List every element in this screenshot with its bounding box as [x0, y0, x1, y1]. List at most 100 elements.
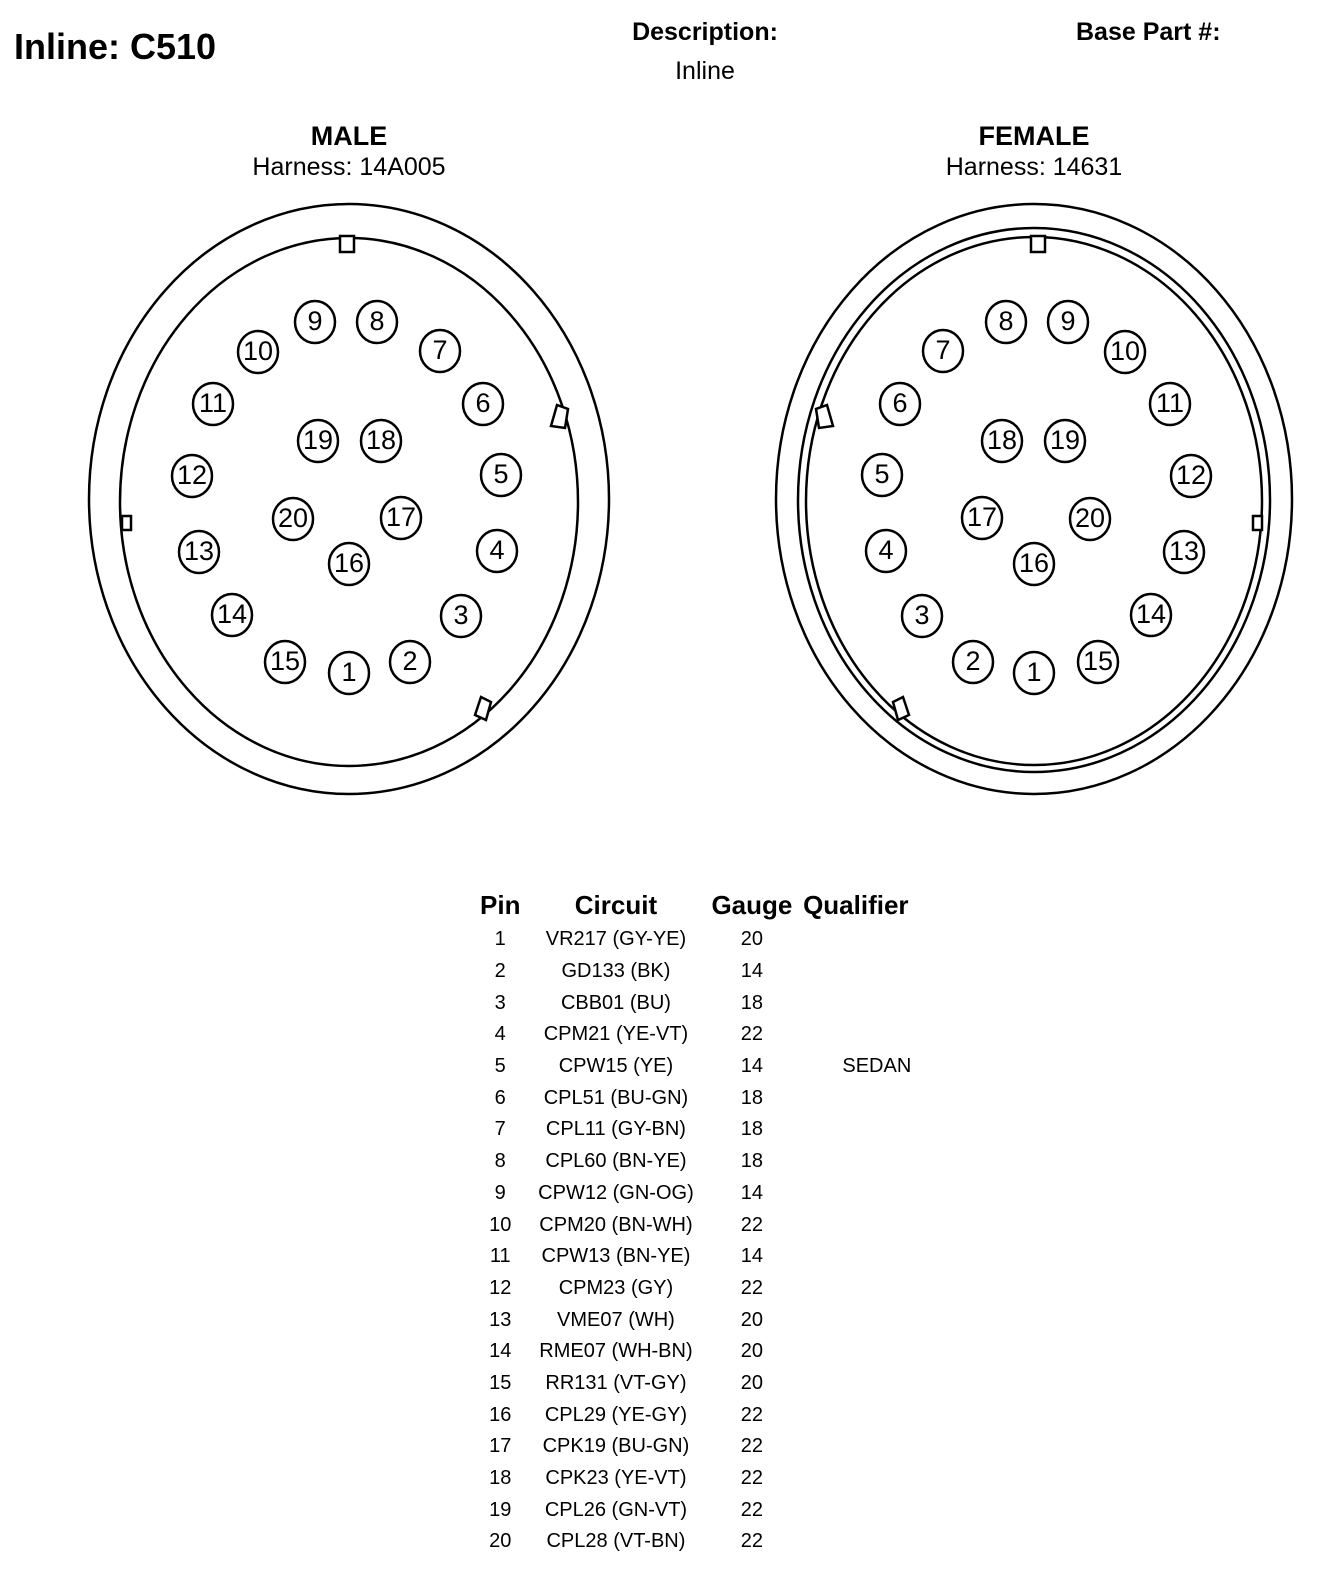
qualifier-cell [796, 1399, 915, 1431]
gauge-cell: 14 [740, 1055, 764, 1078]
qualifier-cell [796, 1019, 915, 1051]
male-pin-label-16: 16 [334, 548, 364, 578]
pin-number: 8 [494, 1150, 506, 1173]
female-pin-label-17: 17 [967, 502, 997, 532]
female-pin-label-8: 8 [998, 306, 1013, 336]
female-pin-label-9: 9 [1060, 306, 1075, 336]
male-key-right [549, 403, 570, 430]
qualifier-cell: SEDAN [842, 1055, 912, 1078]
female-pin-label-11: 11 [1156, 388, 1184, 418]
base-part-label: Base Part #: [1076, 18, 1221, 46]
column-header-gauge: Gauge [711, 889, 793, 920]
male-pin-label-11: 11 [199, 388, 227, 418]
female-inner-ring [796, 226, 1272, 774]
male-pin-label-3: 3 [453, 600, 468, 630]
male-pin-label-13: 13 [184, 536, 214, 566]
female-key-bottom [891, 695, 911, 722]
circuit-cell: VR217 (GY-YE) [545, 928, 687, 951]
pin-number: 17 [489, 1435, 512, 1458]
female-pin-label-14: 14 [1136, 599, 1166, 629]
male-pin-cavity-19 [296, 418, 340, 464]
qualifier-cell [796, 1431, 915, 1463]
circuit-cell: RR131 (VT-GY) [545, 1371, 687, 1394]
male-pin-cavity-5 [479, 452, 523, 498]
male-pin-label-17: 17 [386, 502, 416, 532]
female-pin-label-18: 18 [987, 425, 1017, 455]
gauge-cell: 22 [740, 1498, 764, 1521]
male-pin-cavity-8 [355, 299, 399, 345]
male-pin-label-4: 4 [489, 535, 504, 565]
qualifier-cell [796, 1114, 915, 1146]
qualifier-cell [796, 1304, 915, 1336]
pin-number: 9 [494, 1181, 506, 1204]
female-pin-label-1: 1 [1026, 657, 1041, 687]
circuit-cell: VME07 (WH) [557, 1308, 675, 1331]
qualifier-cell [796, 1146, 915, 1178]
gauge-cell: 22 [740, 1403, 764, 1426]
gauge-cell: 14 [740, 1245, 764, 1268]
male-connector-header: MALE Harness: 14A005 [199, 121, 499, 183]
female-pin-label-13: 13 [1169, 536, 1199, 566]
qualifier-cell [796, 1241, 915, 1273]
qualifier-cell [796, 1273, 915, 1305]
female-pin-cavity-14 [1129, 592, 1173, 638]
male-pin-label-6: 6 [475, 388, 490, 418]
circuit-cell: CPL26 (GN-VT) [544, 1498, 688, 1521]
gauge-cell: 20 [740, 1371, 764, 1394]
female-pin-cavity-2 [951, 639, 995, 685]
female-pin-cavity-4 [864, 528, 908, 574]
pin-number: 15 [489, 1371, 512, 1394]
female-pin-label-16: 16 [1019, 548, 1049, 578]
circuit-cell: CPL28 (VT-BN) [546, 1530, 686, 1553]
female-pin-label-15: 15 [1083, 646, 1113, 676]
male-connector-name: MALE [310, 121, 388, 151]
circuit-cell: CPM21 (YE-VT) [543, 1023, 689, 1046]
pin-number: 1 [494, 928, 506, 951]
table-row: 11 CPW13 (BN-YE) 14 [476, 1241, 915, 1273]
gauge-cell: 22 [740, 1435, 764, 1458]
female-pin-cavity-1 [1012, 650, 1056, 696]
gauge-cell: 22 [740, 1213, 764, 1236]
male-key-top [338, 234, 356, 254]
female-pin-cavity-16 [1012, 541, 1056, 587]
male-pin-label-15: 15 [270, 646, 300, 676]
female-pin-cavity-19 [1043, 418, 1087, 464]
qualifier-cell [796, 987, 915, 1019]
pin-number: 7 [494, 1118, 506, 1141]
gauge-cell: 20 [740, 1308, 764, 1331]
column-header-qualifier: Qualifier [803, 889, 909, 920]
male-pin-cavity-3 [439, 593, 483, 639]
male-pin-cavity-13 [177, 529, 221, 575]
male-pin-label-20: 20 [278, 503, 308, 533]
female-pin-cavity-9 [1046, 299, 1090, 345]
qualifier-cell [796, 924, 915, 956]
male-pin-label-10: 10 [243, 336, 273, 366]
female-outer-ring [774, 202, 1294, 796]
pin-number: 2 [494, 960, 506, 983]
male-pin-cavity-7 [418, 328, 462, 374]
female-pin-cavity-18 [980, 418, 1024, 464]
female-key-left [814, 403, 835, 430]
column-header-circuit: Circuit [574, 889, 658, 920]
gauge-cell: 22 [740, 1467, 764, 1490]
gauge-cell: 18 [740, 1118, 764, 1141]
female-pin-cavity-3 [900, 593, 944, 639]
pin-number: 5 [494, 1055, 506, 1078]
circuit-cell: CPL51 (BU-GN) [543, 1086, 689, 1109]
female-key-right [1251, 514, 1264, 532]
circuit-cell: CPW13 (BN-YE) [541, 1245, 691, 1268]
pin-number: 11 [489, 1245, 511, 1268]
circuit-cell: CPW12 (GN-OG) [538, 1181, 694, 1204]
male-pin-cavity-20 [271, 496, 315, 542]
